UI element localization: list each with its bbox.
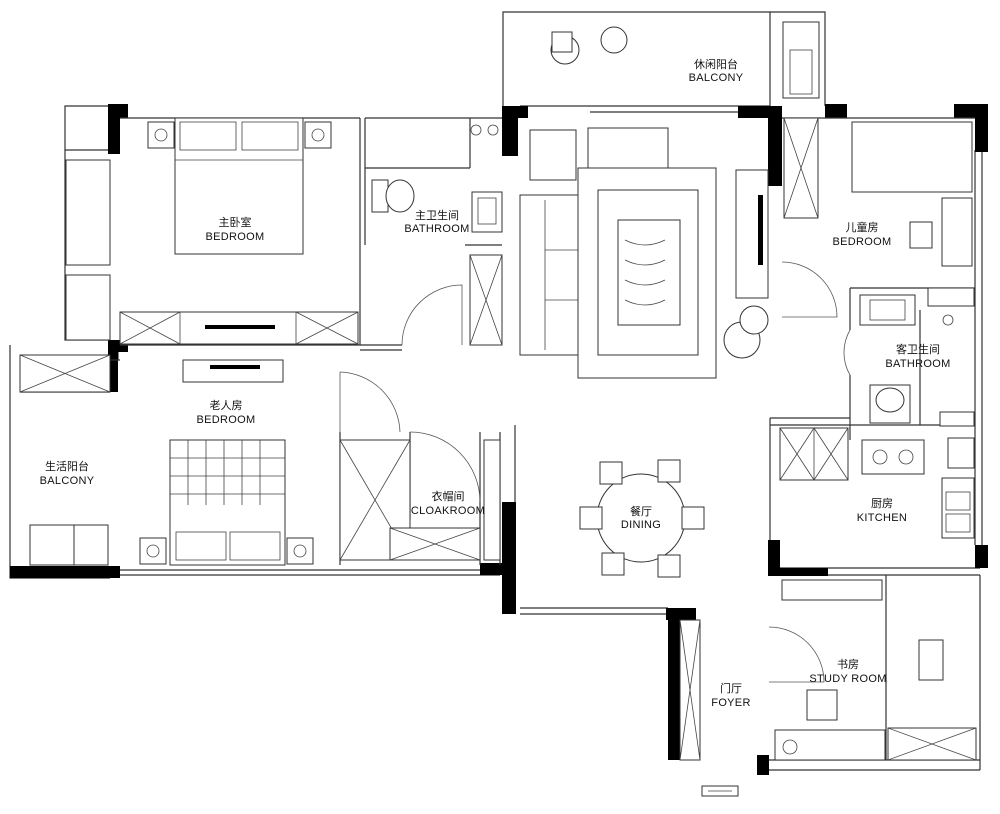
label-kids-bedroom-en: BEDROOM [833,236,892,248]
label-master-bathroom-cn: 主卫生间 [415,208,459,222]
master-bathroom-fixtures [371,124,503,346]
label-guest-bathroom-cn: 客卫生间 [896,342,940,356]
label-cloakroom-cn: 衣帽间 [432,489,465,503]
master-bedroom-furniture [65,117,359,345]
label-study-cn: 书房 [837,658,859,671]
kitchen-fixtures [779,427,975,539]
label-balcony-top-en: BALCONY [689,72,744,84]
label-kitchen-en: KITCHEN [857,512,907,524]
label-study-en: STUDY ROOM [809,673,886,685]
label-master-bedroom-en: BEDROOM [206,231,265,243]
label-elder-bedroom-cn: 老人房 [210,399,243,412]
label-kids-bedroom-cn: 儿童房 [846,220,879,234]
living-room-furniture [519,127,769,379]
label-dining-cn: 餐厅 [630,504,652,518]
label-guest-bathroom-en: BATHROOM [885,358,950,370]
guest-bathroom-fixtures [859,294,975,427]
walls [10,104,988,775]
balcony-top-furniture [550,21,820,99]
label-foyer-en: FOYER [711,697,750,709]
label-utility-balcony-cn: 生活阳台 [45,459,89,473]
label-balcony-top-cn: 休闲阳台 [694,57,738,71]
label-foyer-cn: 门厅 [720,681,742,695]
foyer-cabinet [679,619,701,761]
label-kitchen-cn: 厨房 [871,497,893,510]
room-labels: 休闲阳台 BALCONY 主卧室 BEDROOM 主卫生间 BATHROOM 儿… [40,57,951,709]
cloakroom-cabinets [339,439,501,561]
elder-bedroom-furniture [139,359,314,566]
utility-balcony-fixtures [19,354,111,566]
label-elder-bedroom-en: BEDROOM [197,414,256,426]
label-utility-balcony-en: BALCONY [40,475,95,487]
label-master-bathroom-en: BATHROOM [404,223,469,235]
study-furniture [701,579,977,797]
dining-set [579,459,705,578]
label-dining-en: DINING [621,519,661,531]
label-master-bedroom-cn: 主卧室 [219,215,252,229]
label-cloakroom-en: CLOAKROOM [411,505,485,517]
kids-bedroom-furniture [783,117,975,307]
doors [339,261,851,683]
